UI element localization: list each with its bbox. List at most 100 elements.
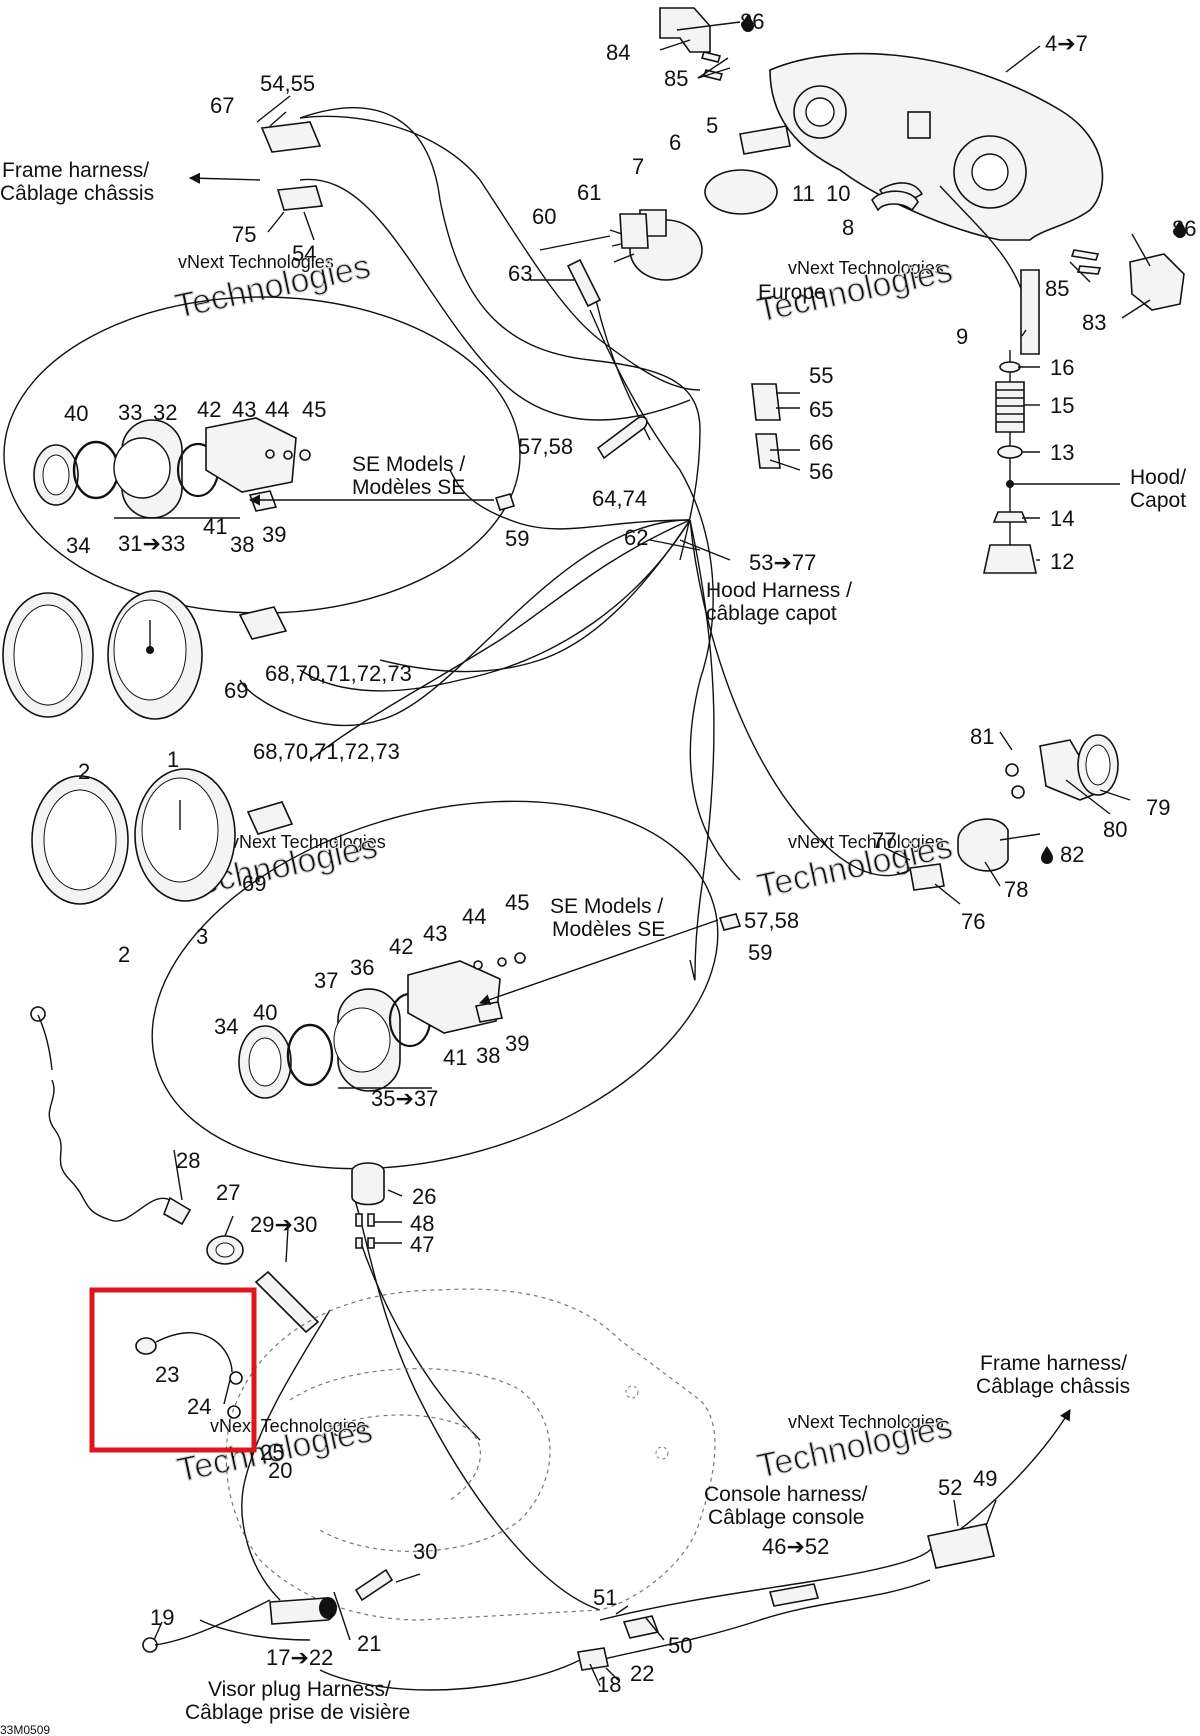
caption-hood-en: Hood/ (1130, 466, 1186, 489)
bracket-83 (1129, 253, 1185, 311)
callout-60: 60 (532, 204, 556, 229)
callout-41a: 41 (203, 514, 227, 539)
callout-45a: 45 (302, 397, 326, 422)
callout-23: 23 (155, 1362, 179, 1387)
watermark-text: vNext Technologies (788, 1412, 944, 1432)
callout-5: 5 (706, 113, 718, 138)
callout-16: 16 (1050, 355, 1074, 380)
callout-21: 21 (357, 1631, 381, 1656)
connector-65 (751, 383, 781, 421)
highlight-box (89, 1287, 257, 1453)
callout-46-52: 46➔52 (762, 1534, 829, 1559)
callout-52: 52 (938, 1475, 962, 1500)
callout-55: 55 (809, 363, 833, 388)
callout-81: 81 (970, 724, 994, 749)
callout-45b: 45 (505, 890, 529, 915)
callout-78: 78 (1004, 877, 1028, 902)
se-models-bottom-outline (151, 800, 719, 1170)
cable-tie (596, 416, 648, 460)
callout-66: 66 (809, 430, 833, 455)
leader-lines (114, 21, 1151, 1687)
callout-22: 22 (630, 1661, 654, 1686)
callout-84: 84 (606, 40, 630, 65)
callout-42a: 42 (197, 397, 221, 422)
callout-38b: 38 (476, 1043, 500, 1068)
part-23-24-detail (135, 1332, 243, 1419)
callout-33a: 33 (118, 400, 142, 425)
caption-frame-harness-bottom-en: Frame harness/ (980, 1352, 1127, 1375)
callout-43a: 43 (232, 397, 256, 422)
callout-9: 9 (956, 324, 968, 349)
callout-40b: 40 (253, 1000, 277, 1025)
callout-48: 48 (410, 1211, 434, 1236)
watermark-text: vNext Technologies (788, 258, 944, 278)
caption-se-models-bottom-en: SE Models / (550, 895, 663, 918)
caption-visor-plug-en: Visor plug Harness/ (208, 1678, 391, 1701)
callout-4-7: 4➔7 (1045, 31, 1088, 56)
watermark-text: vNext Technologies (178, 252, 334, 272)
callout-68-73b: 68,70,71,72,73 (253, 739, 400, 764)
connector-22 (577, 1647, 609, 1671)
callout-69b: 69 (242, 871, 266, 896)
caption-frame-harness-bottom-fr: Câblage châssis (976, 1375, 1130, 1398)
callout-47: 47 (410, 1232, 434, 1257)
callout-41b: 41 (443, 1045, 467, 1070)
caption-frame-harness-top-fr: Câblage châssis (0, 182, 154, 205)
captions: Frame harness/ Câblage châssis SE Models… (0, 159, 1186, 1736)
callout-40a: 40 (64, 401, 88, 426)
harness-tube-46-52 (768, 1583, 820, 1607)
callout-20: 20 (268, 1458, 292, 1483)
caption-se-models-bottom-fr: Modèles SE (552, 918, 665, 941)
caption-frame-harness-top-en: Frame harness/ (2, 159, 149, 182)
callout-75: 75 (232, 222, 256, 247)
callout-17-22: 17➔22 (266, 1645, 333, 1670)
callout-37: 37 (314, 968, 338, 993)
gauge-se-top (33, 417, 311, 519)
callout-10: 10 (826, 181, 850, 206)
caption-se-models-top-en: SE Models / (352, 453, 465, 476)
callout-7: 7 (632, 154, 644, 179)
callout-68-73a: 68,70,71,72,73 (265, 661, 412, 686)
callout-62: 62 (624, 525, 648, 550)
callout-54-55: 54,55 (260, 71, 315, 96)
oil-drop-icon (1041, 846, 1053, 864)
watermark-text: vNext Technologies (230, 832, 386, 852)
callout-25: 25 (260, 1440, 284, 1465)
connector-52 (927, 1523, 995, 1569)
callout-65: 65 (809, 397, 833, 422)
callout-24: 24 (187, 1394, 211, 1419)
caption-console-harness-en: Console harness/ (704, 1483, 868, 1506)
caption-hood-harness-fr: câblage capot (706, 602, 837, 625)
callout-57-58b: 57,58 (744, 908, 799, 933)
callout-57-58a: 57,58 (518, 434, 573, 459)
callout-8: 8 (842, 215, 854, 240)
callout-50: 50 (668, 1633, 692, 1658)
callout-67: 67 (210, 93, 234, 118)
callout-44a: 44 (265, 397, 289, 422)
visor-plug-assembly (142, 1568, 394, 1653)
callout-59b: 59 (748, 940, 772, 965)
callout-27: 27 (216, 1180, 240, 1205)
callout-2b: 2 (118, 942, 130, 967)
watermark-text: vNext Technologies (210, 1416, 366, 1436)
callout-19: 19 (150, 1605, 174, 1630)
connector-75 (276, 185, 324, 211)
callout-59a: 59 (505, 526, 529, 551)
callout-53-77: 53➔77 (749, 550, 816, 575)
tachometer-gauge (31, 768, 294, 905)
oil-drop-icon (1174, 220, 1186, 238)
oil-drop-icons (742, 14, 1186, 864)
callout-34b: 34 (214, 1014, 238, 1039)
connector-56 (755, 433, 781, 469)
callout-30: 30 (413, 1539, 437, 1564)
callout-1: 1 (167, 747, 179, 772)
harness-wires (154, 107, 1071, 1691)
callout-11: 11 (792, 181, 815, 206)
callout-80: 80 (1103, 817, 1127, 842)
caption-europe: Europe (758, 281, 826, 304)
callouts: 86 84 85 4➔7 5 6 7 11 10 8 61 60 63 86 8… (64, 9, 1196, 1697)
screw-85b (1070, 249, 1102, 275)
caption-console-harness-fr: Câblage console (708, 1506, 864, 1529)
callout-61: 61 (577, 180, 601, 205)
